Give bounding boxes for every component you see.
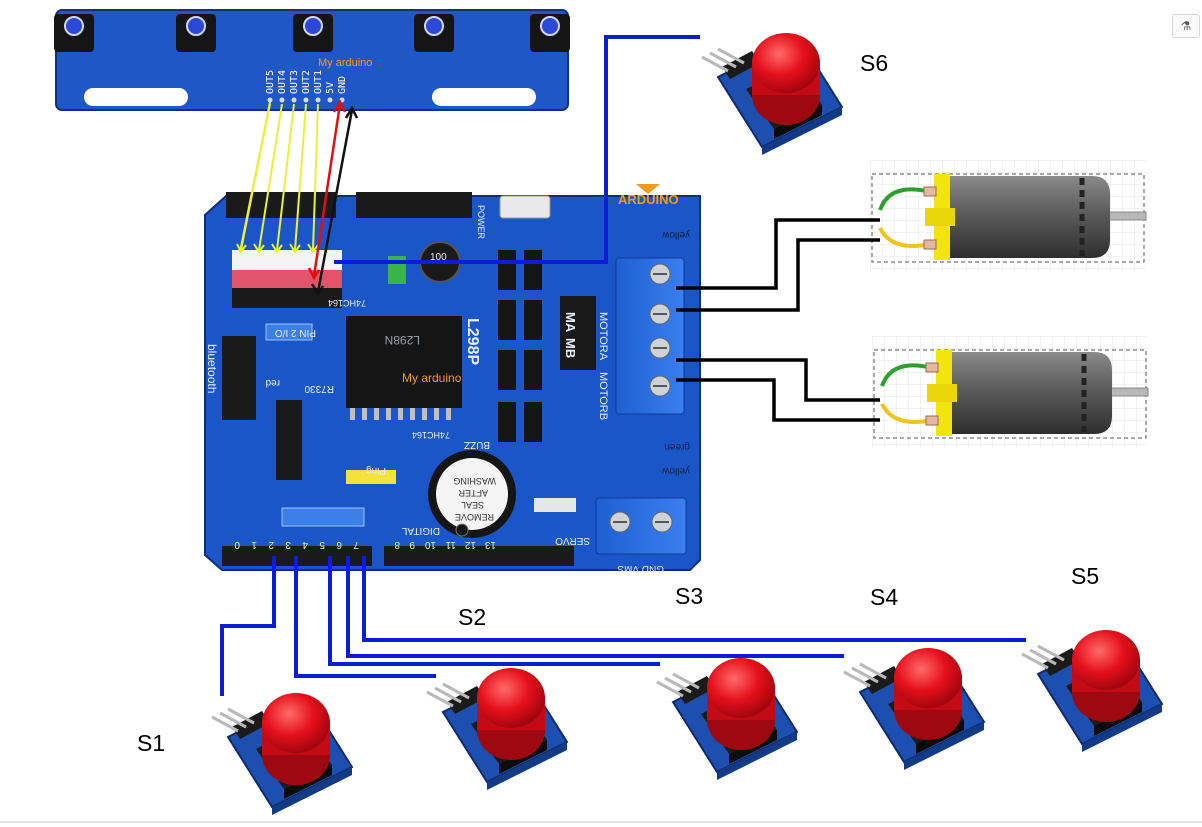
line-sensor-board: My arduino OUT5 OUT4 OUT3 OUT2 OUT1 5V G…: [54, 9, 570, 111]
brand-label: ARDUINO: [618, 192, 679, 207]
digital-pin-0: 0: [234, 539, 240, 550]
signal-wires: [236, 101, 319, 254]
pin-label-out5: OUT5: [265, 70, 276, 94]
pin-label-out1: OUT1: [313, 70, 324, 94]
ir-sensor-1: [54, 14, 94, 52]
button-s4: [842, 646, 986, 772]
digital-pin-5: 5: [319, 539, 325, 550]
power-terminal-label: GND VMS: [617, 563, 664, 574]
motor-terminal-block: [615, 257, 685, 415]
motor-wires: [676, 218, 880, 422]
pin-label-out4: OUT4: [277, 70, 288, 94]
sensor-header-pins: [267, 97, 345, 103]
digital-pin-1: 1: [251, 539, 257, 550]
button-s2: [425, 666, 569, 792]
digital-pin-6: 6: [336, 539, 342, 550]
button-wires: [220, 35, 1026, 696]
buzzer-sticker-line1: REMOVE: [455, 512, 494, 522]
motor-a-label: MOTORA: [597, 312, 609, 361]
label-s1: S1: [137, 730, 165, 756]
ma-label: MA: [563, 312, 578, 333]
digital-pin-8: 8: [394, 539, 400, 550]
digital-pin-9: 9: [409, 539, 415, 550]
digital-pin-4: 4: [302, 539, 308, 550]
digital-pin-7: 7: [353, 539, 359, 550]
yellow-led-label-bottom: yellow: [661, 465, 690, 476]
pin-label-gnd: GND: [337, 76, 348, 94]
chip-marking: L298N: [385, 333, 420, 347]
pin2-label: PIN 2 I/O: [275, 327, 316, 338]
label-s4: S4: [870, 584, 898, 610]
ir-sensor-3: [293, 14, 333, 52]
digital-pin-11: 11: [445, 539, 456, 550]
pin-label-out2: OUT2: [301, 70, 312, 94]
red-led-label: red: [266, 377, 280, 388]
driver-chip-label: L298P: [464, 318, 481, 365]
digital-label: DIGITAL: [401, 525, 440, 536]
motor-b: [872, 336, 1148, 448]
buzzer-sticker-line2: SEAL: [461, 500, 484, 510]
label-s5: S5: [1071, 563, 1099, 589]
button-s6: [700, 31, 844, 157]
power-terminal-block: GND VMS: [595, 497, 687, 574]
pin-label-5v: 5V: [325, 82, 336, 94]
sensor-pin-labels: OUT5 OUT4 OUT3 OUT2 OUT1 5V GND: [265, 70, 348, 94]
ground-wire: [310, 105, 359, 297]
ping-label: Ping: [366, 465, 386, 476]
digital-pin-3: 3: [285, 539, 291, 550]
ic-left-label: 74HC164: [328, 298, 366, 308]
resistor-array-label: R7330: [304, 383, 334, 394]
power-header-label: POWER: [476, 205, 486, 240]
label-s2: S2: [458, 604, 486, 630]
ir-sensor-5: [530, 14, 570, 52]
ir-sensor-4: [414, 14, 454, 52]
label-s3: S3: [675, 583, 703, 609]
button-s5: [1020, 628, 1164, 754]
power-wire: [307, 99, 347, 281]
digital-pin-10: 10: [424, 539, 436, 550]
digital-pin-2: 2: [268, 539, 274, 550]
motor-b-label: MOTORB: [597, 372, 609, 420]
sensor-watermark: My arduino: [318, 57, 372, 69]
button-s3: [655, 656, 799, 782]
pin-label-out3: OUT3: [289, 70, 300, 94]
buzzer: REMOVE SEAL AFTER WASHING: [428, 450, 516, 538]
bluetooth-label: bluetooth: [205, 344, 219, 393]
link-icon[interactable]: ⚗: [1172, 14, 1200, 38]
buzz-label: BUZZ: [464, 439, 490, 450]
digital-pin-12: 12: [464, 539, 476, 550]
motor-driver-shield: POWER ARDUINO bluetooth PIN 2 I/O red R7…: [204, 184, 701, 574]
servo-label: SERVO: [555, 535, 590, 546]
buzzer-sticker-line3: AFTER: [458, 488, 488, 498]
shield-watermark: My arduino: [402, 371, 462, 385]
green-led-label: green: [664, 441, 690, 452]
motor-a: [870, 160, 1146, 272]
mb-label: MB: [563, 338, 578, 358]
buzzer-sticker-line4: WASHING: [453, 476, 496, 486]
label-s6: S6: [860, 50, 888, 76]
capacitor-label: 100: [430, 252, 447, 263]
digital-pin-labels: 0 1 2 3 4 5 6 7 8 9 10 11 12 13: [234, 539, 496, 550]
digital-pin-13: 13: [484, 539, 496, 550]
yellow-led-label-top: yellow: [661, 229, 690, 240]
ic-right-label: 74HC164: [412, 430, 450, 440]
button-s1: [210, 691, 354, 817]
ir-sensor-2: [176, 14, 216, 52]
